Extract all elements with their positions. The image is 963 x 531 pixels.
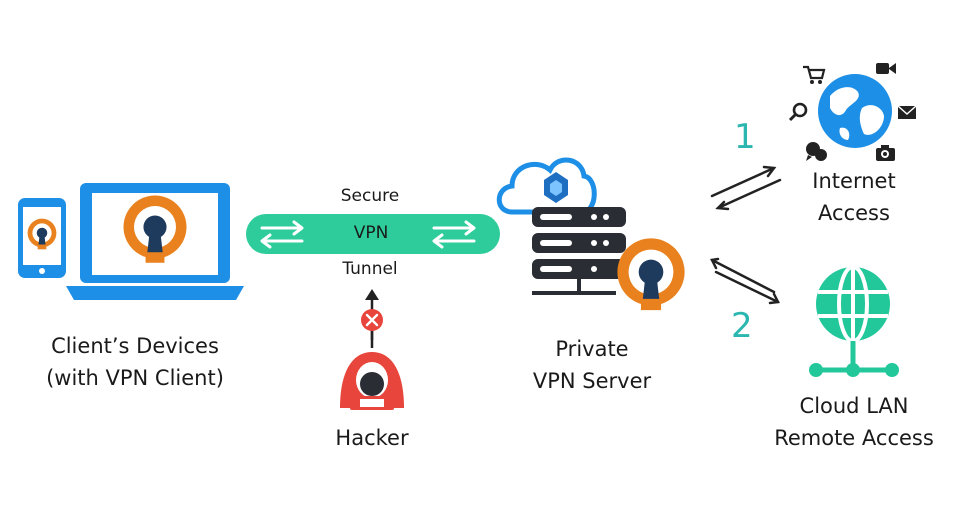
server-label: Private VPN Server [512, 333, 672, 397]
blocked-x-icon [361, 309, 383, 331]
internet-label-line1: Internet [812, 169, 896, 193]
vpn-tunnel-pill [246, 214, 500, 254]
internet-label-line2: Access [818, 201, 890, 225]
cloud-icon [496, 157, 597, 215]
phone-icon [18, 198, 66, 278]
chat-icon [806, 142, 827, 161]
client-label-line1: Client’s Devices [51, 334, 219, 358]
server-label-line1: Private [555, 337, 629, 361]
server-icon [532, 207, 626, 295]
lan-label-line2: Remote Access [774, 426, 934, 450]
tunnel-label-middle: VPN [353, 223, 389, 243]
globe-icon [818, 74, 892, 148]
laptop-icon [66, 183, 244, 300]
internet-access-label: Internet Access [782, 165, 926, 229]
route-number-1: 1 [734, 117, 756, 157]
client-label-line2: (with VPN Client) [46, 366, 224, 390]
server-vpn-logo-icon [617, 238, 685, 311]
client-devices-label: Client’s Devices (with VPN Client) [20, 330, 250, 394]
internet-arrows-icon [710, 165, 782, 211]
hacker-label: Hacker [335, 426, 409, 450]
lan-network-icon [809, 265, 899, 377]
tunnel-label-top: Secure [340, 186, 400, 206]
cloud-lan-label: Cloud LAN Remote Access [758, 390, 950, 454]
cart-icon [803, 65, 826, 84]
route-number-2: 2 [731, 306, 753, 346]
mail-icon [897, 105, 917, 119]
lan-arrows-icon [710, 257, 780, 305]
hacker-icon [340, 352, 404, 410]
camera-icon [876, 145, 895, 161]
video-camera-icon [876, 63, 896, 74]
search-icon [788, 102, 808, 122]
server-label-line2: VPN Server [532, 369, 652, 393]
tunnel-label-bottom: Tunnel [342, 259, 398, 279]
lan-label-line1: Cloud LAN [799, 394, 909, 418]
